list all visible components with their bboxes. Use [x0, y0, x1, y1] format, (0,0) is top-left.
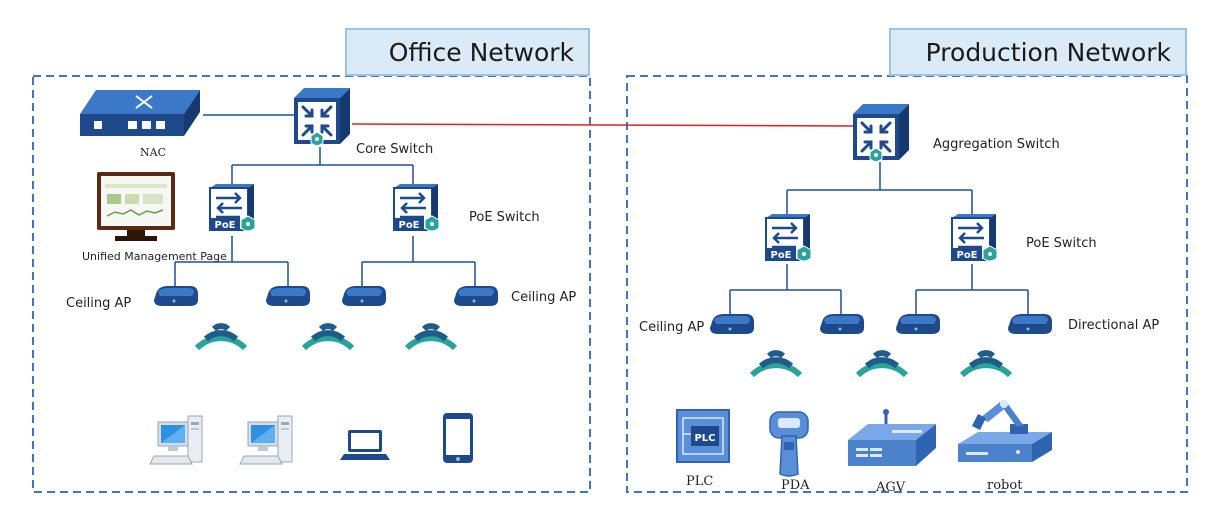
agv-label: AGV	[876, 480, 906, 495]
robot-arm-icon	[958, 400, 1052, 462]
laptop-icon	[340, 430, 390, 460]
wifi-icon	[962, 353, 1010, 375]
core-switch-icon	[292, 86, 352, 147]
nac-icon	[80, 90, 200, 136]
wifi-icon	[304, 326, 352, 348]
tablet-icon	[443, 413, 473, 463]
directional-ap-label: Directional AP	[1068, 318, 1160, 333]
svg-text:PLC: PLC	[694, 433, 715, 444]
core-switch-label: Core Switch	[356, 142, 434, 157]
wifi-icon	[197, 326, 245, 348]
plc-icon: PLC	[676, 409, 730, 463]
pda-scanner-icon	[769, 411, 809, 477]
ap-icon	[454, 286, 498, 306]
office-network-border	[32, 75, 591, 493]
office-ceiling-ap-label-left: Ceiling AP	[66, 296, 132, 311]
wifi-icon	[858, 353, 906, 375]
nac-label: NAC	[140, 146, 166, 159]
office-poe-switch-label: PoE Switch	[469, 210, 540, 225]
production-ceiling-ap-label: Ceiling AP	[639, 320, 705, 335]
monitor-icon	[97, 172, 175, 241]
poe-switch-icon	[950, 212, 999, 263]
plc-label: PLC	[686, 474, 714, 489]
aggregation-switch-icon	[851, 102, 911, 163]
production-poe-switch-label: PoE Switch	[1026, 236, 1097, 251]
ap-icon	[1008, 314, 1052, 334]
office-network-title-text: Office Network	[388, 37, 574, 67]
desktop-pc-icon	[239, 415, 293, 465]
office-ceiling-ap-label-right: Ceiling AP	[511, 290, 577, 305]
ap-icon	[154, 286, 198, 306]
poe-switch-icon	[208, 182, 257, 233]
unified-management-label: Unified Management Page	[82, 250, 227, 263]
production-network-title: Production Network	[889, 28, 1187, 76]
poe-switch-icon	[764, 212, 813, 263]
wifi-icon	[407, 326, 455, 348]
production-network-title-text: Production Network	[925, 37, 1171, 67]
pda-label: PDA	[781, 478, 810, 493]
agv-icon	[848, 409, 936, 466]
core-aggregation-link	[351, 123, 856, 127]
ap-icon	[896, 314, 940, 334]
production-network-border	[626, 75, 1188, 493]
poe-switch-icon	[392, 182, 441, 233]
ap-icon	[266, 286, 310, 306]
desktop-pc-icon	[149, 415, 203, 465]
office-links	[174, 114, 476, 286]
ap-icon	[820, 314, 864, 334]
ap-icon	[710, 314, 754, 334]
robot-label: robot	[987, 478, 1023, 493]
ap-icon	[342, 286, 386, 306]
aggregation-switch-label: Aggregation Switch	[933, 137, 1060, 152]
wifi-icon	[752, 353, 800, 375]
office-network-title: Office Network	[345, 28, 590, 76]
production-links	[729, 162, 1029, 314]
